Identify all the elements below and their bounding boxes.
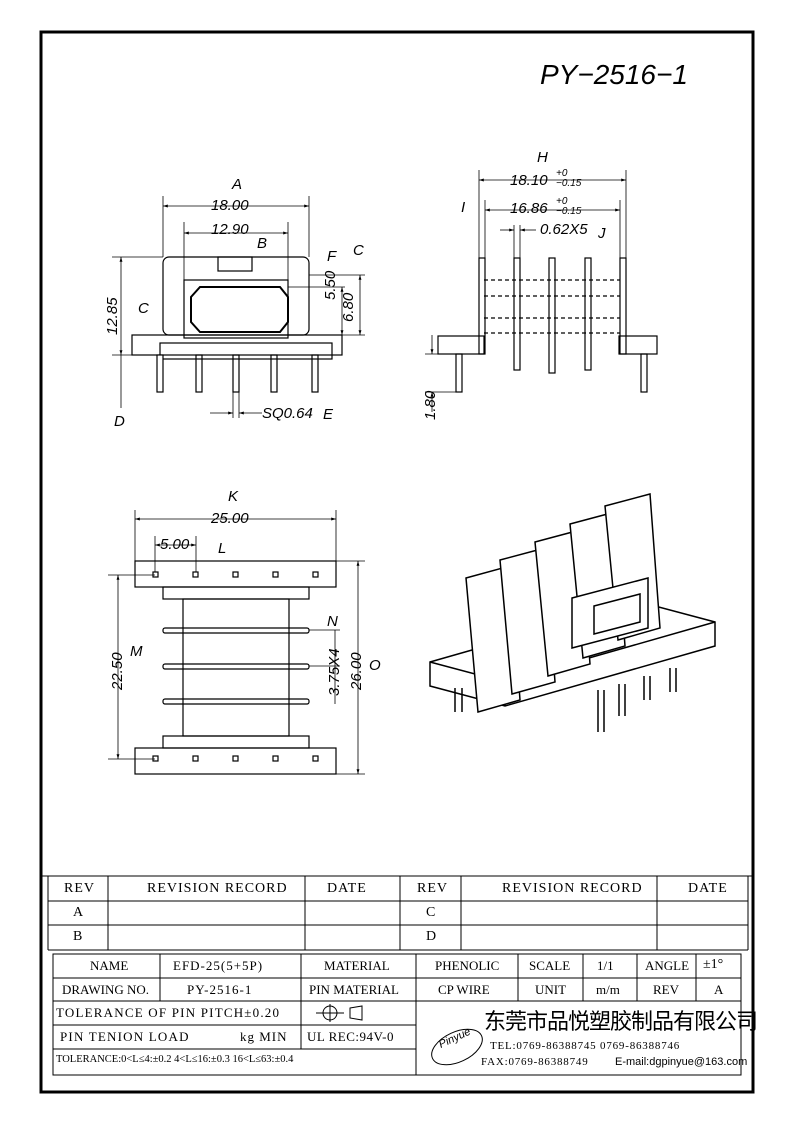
angle-value: ±1° <box>703 957 724 972</box>
label-D: D <box>114 413 125 430</box>
revision-record-header-1: REVISION RECORD <box>147 881 288 896</box>
label-A: A <box>232 176 243 193</box>
unit-value: m/m <box>596 982 620 997</box>
rev-row-d: D <box>426 929 437 944</box>
tolerance-pin-pitch: TOLERANCE OF PIN PITCH±0.20 <box>56 1005 281 1020</box>
dim-C-right: 6.80 <box>340 292 357 322</box>
ul-rec: UL REC:94V-0 <box>307 1029 395 1044</box>
scale-label: SCALE <box>529 958 571 973</box>
label-C-left: C <box>138 300 149 317</box>
rev-value: A <box>714 982 724 997</box>
dim-O: 26.00 <box>348 652 365 690</box>
dim-L: 5.00 <box>160 536 190 553</box>
rev-row-c: C <box>426 905 436 920</box>
dim-C-left: 12.85 <box>104 297 121 335</box>
rev-header-2: REV <box>417 881 448 896</box>
front-view <box>112 196 365 418</box>
date-header-2: DATE <box>688 881 728 896</box>
tol-I-upper: +0 <box>556 196 568 207</box>
dim-F: 5.50 <box>322 270 339 300</box>
dim-B: 12.90 <box>211 221 249 238</box>
dim-A: 18.00 <box>211 197 249 214</box>
pin-tension-load: PIN TENION LOAD <box>60 1029 190 1044</box>
label-H: H <box>537 149 548 166</box>
rev-label: REV <box>653 982 679 997</box>
material-value: PHENOLIC <box>435 958 500 973</box>
label-F: F <box>327 248 337 265</box>
label-O: O <box>369 657 381 674</box>
label-C-right: C <box>353 242 364 259</box>
dim-pin-length: 1.80 <box>422 390 439 420</box>
company-tel: TEL:0769-86388745 0769-86388746 <box>490 1040 681 1052</box>
tol-H-upper: +0 <box>556 168 568 179</box>
unit-label: UNIT <box>535 982 567 997</box>
rev-header-1: REV <box>64 881 95 896</box>
date-header-1: DATE <box>327 881 367 896</box>
dim-K: 25.00 <box>211 510 249 527</box>
drawing-title: PY−2516−1 <box>540 59 688 90</box>
material-label: MATERIAL <box>324 958 390 973</box>
angle-label: ANGLE <box>645 958 690 973</box>
sheet-border <box>39 30 755 1094</box>
dim-N: 3.75X4 <box>326 648 343 696</box>
dim-E: SQ0.64 <box>262 405 313 422</box>
dim-J: 0.62X5 <box>540 221 588 238</box>
scale-value: 1/1 <box>597 958 614 973</box>
label-B: B <box>257 235 268 252</box>
dim-H: 18.10 <box>510 172 548 189</box>
label-N: N <box>327 613 338 630</box>
label-L: L <box>218 540 227 557</box>
side-view <box>425 170 658 412</box>
company-name: 东莞市品悦塑胶制品有限公司 <box>484 1010 758 1035</box>
pin-material-value: CP WIRE <box>438 982 490 997</box>
drawing-no-value: PY-2516-1 <box>187 982 253 997</box>
name-label: NAME <box>90 958 129 973</box>
isometric-view <box>429 493 716 732</box>
label-M: M <box>130 643 143 660</box>
tol-H-lower: −0.15 <box>556 178 582 189</box>
table-lines <box>41 875 753 1076</box>
drawing-no-label: DRAWING NO. <box>62 982 150 997</box>
general-tolerance: TOLERANCE:0<L≤4:±0.2 4<L≤16:±0.3 16<L≤63… <box>56 1054 294 1065</box>
rev-row-b: B <box>73 929 83 944</box>
tol-I-lower: −0.15 <box>556 206 582 217</box>
label-K: K <box>228 488 239 505</box>
pin-material-label: PIN MATERIAL <box>309 982 399 997</box>
company-fax: FAX:0769-86388749 <box>481 1056 589 1068</box>
dim-M: 22.50 <box>109 652 126 690</box>
pin-tension-unit: kg MIN <box>240 1029 288 1044</box>
label-I: I <box>461 199 466 216</box>
label-J: J <box>598 225 606 242</box>
dim-I: 16.86 <box>510 200 548 217</box>
company-email: E-mail:dgpinyue@163.com <box>615 1056 748 1068</box>
label-E: E <box>323 406 334 423</box>
bottom-view <box>108 510 365 775</box>
name-value: EFD-25(5+5P) <box>173 958 264 973</box>
revision-record-header-2: REVISION RECORD <box>502 881 643 896</box>
rev-row-a: A <box>73 905 84 920</box>
